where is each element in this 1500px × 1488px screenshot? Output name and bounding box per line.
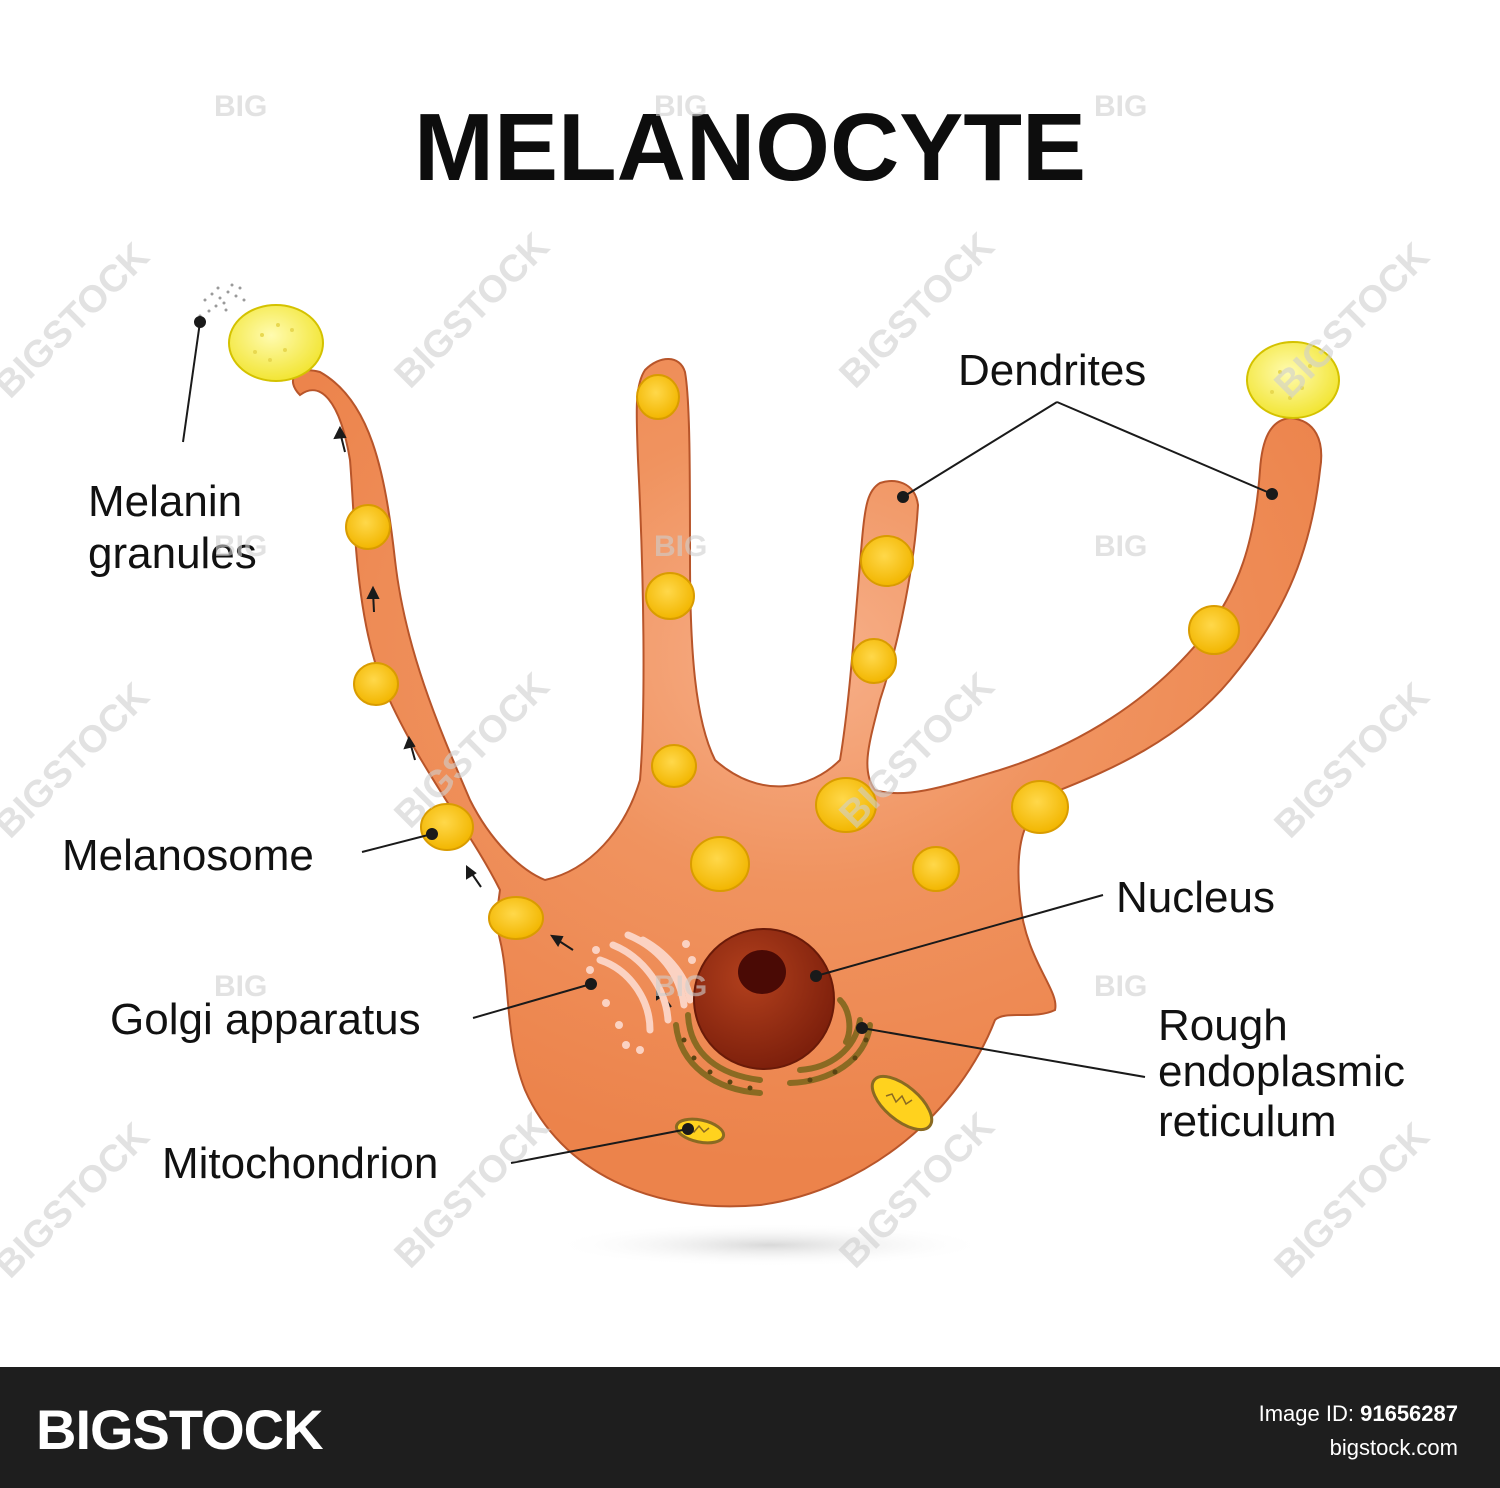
melanosome [690, 836, 750, 892]
nucleus [693, 928, 835, 1070]
watermark-bigstock: BIGSTOCK [0, 675, 158, 846]
melanin-granule-left [228, 304, 324, 382]
melanin-granule-right [1246, 341, 1340, 419]
watermark-bigstock: BIGSTOCK [1267, 675, 1438, 846]
label-rough-er-3: reticulum [1158, 1097, 1337, 1146]
melanosome [860, 535, 914, 587]
watermark-big: BIG [654, 530, 707, 563]
golgi-apparatus [586, 931, 696, 1054]
watermark-big: BIG [1094, 530, 1147, 563]
watermark-big: BIG [214, 970, 267, 1003]
footer-logo[interactable]: BIGSTOCK [36, 1398, 324, 1461]
melanosome [645, 572, 695, 620]
watermark-bigstock: BIGSTOCK [1267, 235, 1438, 406]
watermark-big: BIG [214, 530, 267, 563]
watermark-bigstock: BIGSTOCK [0, 235, 158, 406]
image-id-label: Image ID: [1258, 1401, 1354, 1426]
image-id-value: 91656287 [1360, 1401, 1458, 1426]
label-rough-er-1: Rough [1158, 1001, 1288, 1050]
melanosome [1011, 780, 1069, 834]
melanosome [345, 504, 391, 550]
melanosome [815, 777, 877, 833]
melanosome [851, 638, 897, 684]
cell-shadow [550, 1223, 990, 1267]
melanosome [651, 744, 697, 788]
watermark-big: BIG [1094, 90, 1147, 123]
nucleolus [738, 950, 786, 994]
footer-url[interactable]: bigstock.com [1329, 1435, 1458, 1460]
melanosome [636, 374, 680, 420]
label-dendrites: Dendrites [958, 346, 1146, 395]
watermark-big: BIG [1094, 970, 1147, 1003]
er-ribosomes [681, 1037, 869, 1091]
melanosome [1188, 605, 1240, 655]
watermark-bigstock: BIGSTOCK [387, 225, 558, 396]
label-melanin-granules-1: Melanin [88, 477, 242, 526]
footer-bar: BIGSTOCK Image ID: 91656287 bigstock.com [0, 1367, 1500, 1488]
mitochondrion-right [870, 1074, 934, 1132]
watermark-big: BIG [214, 90, 267, 123]
cell-body [291, 358, 1323, 1208]
label-rough-er-2: endoplasmic [1158, 1047, 1405, 1096]
label-melanin-granules-2: granules [88, 529, 257, 578]
melanosome [912, 846, 960, 892]
melanin-dust [198, 283, 246, 318]
watermark-big: BIG [654, 90, 707, 123]
melanosome [353, 662, 399, 706]
label-golgi-apparatus: Golgi apparatus [110, 995, 421, 1044]
label-mitochondrion: Mitochondrion [162, 1139, 438, 1188]
melanosome [488, 896, 544, 940]
watermark-bigstock: BIGSTOCK [0, 1115, 158, 1286]
diagram-title: MELANOCYTE [414, 94, 1086, 201]
label-nucleus: Nucleus [1116, 873, 1275, 922]
watermark-big: BIG [654, 970, 707, 1003]
leader-lines [182, 316, 1278, 1164]
image-id: Image ID: 91656287 [1259, 1401, 1458, 1427]
watermark-bigstock: BIGSTOCK [387, 1105, 558, 1276]
label-melanosome: Melanosome [62, 831, 314, 880]
